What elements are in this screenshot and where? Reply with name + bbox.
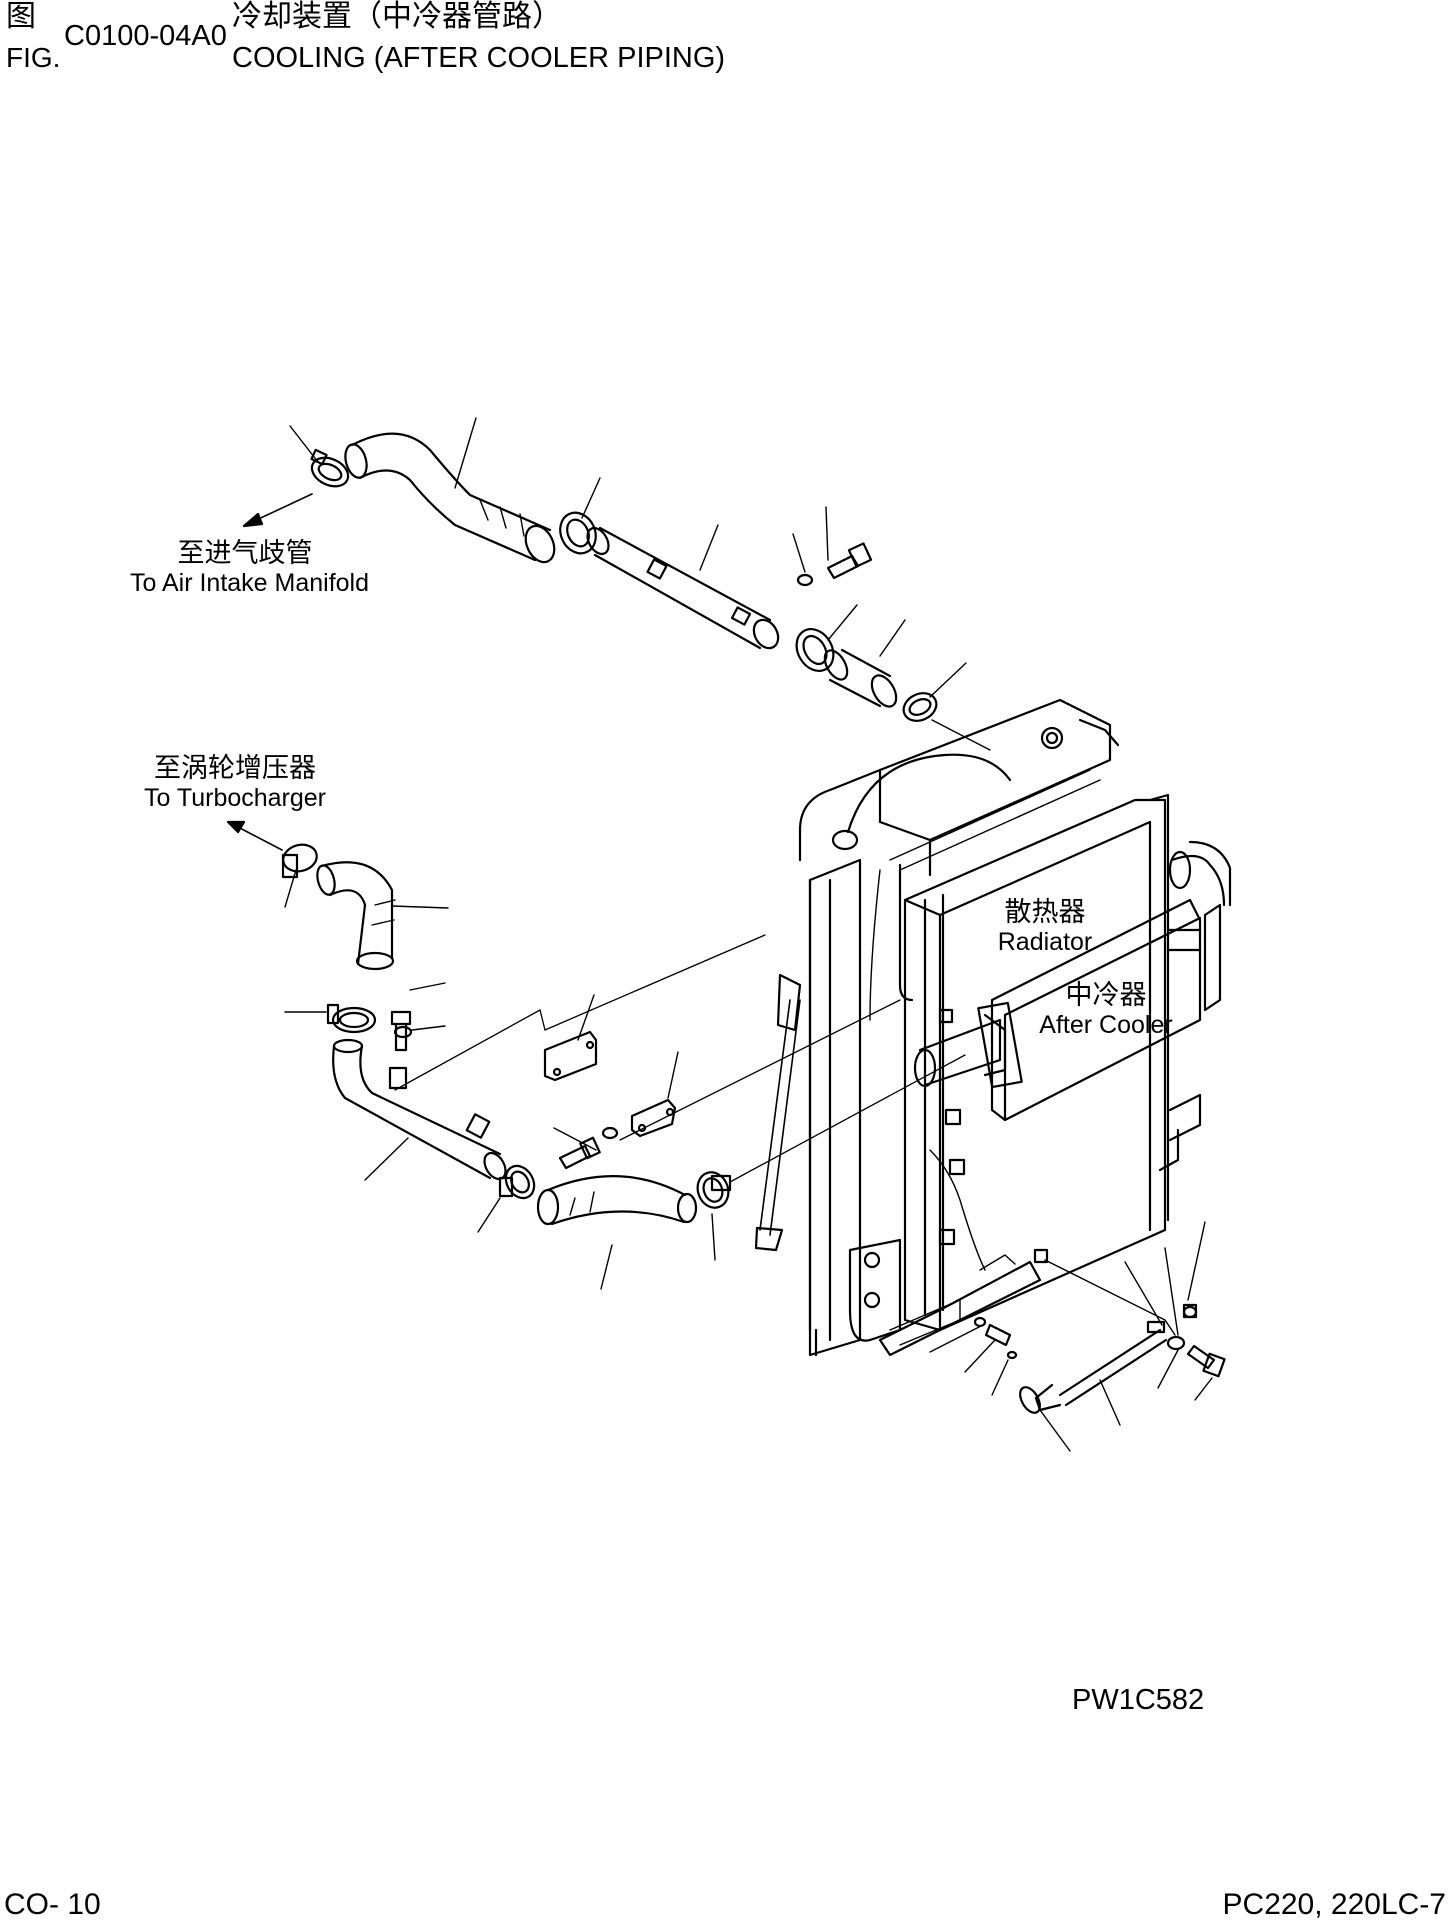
radiator-label: 散热器 Radiator (985, 897, 1105, 957)
model-name: PC220, 220LC-7 (1222, 1888, 1446, 1921)
fig-code: C0100-04A0 (64, 20, 227, 52)
aftercooler-label: 中冷器 After Cooler (1036, 980, 1176, 1040)
washer (393, 1025, 413, 1039)
radiator-assembly (754, 698, 1232, 1357)
short-hose (823, 648, 898, 708)
fig-label: FIG. (6, 42, 61, 73)
to-turbo-en: To Turbocharger (143, 784, 327, 813)
drain-parts (929, 1221, 1226, 1452)
page-number: CO- 10 (4, 1888, 101, 1921)
hose-clamp (498, 1164, 536, 1200)
aftercooler-tube-lower (332, 1038, 507, 1181)
lower-piping-group (226, 820, 966, 1290)
title-en: COOLING (AFTER COOLER PIPING) (232, 42, 726, 74)
bracket (543, 1030, 598, 1082)
nut (1182, 1303, 1198, 1319)
illustration-code: PW1C582 (1072, 1684, 1205, 1716)
o-ring (1006, 1350, 1018, 1360)
title-cn: 冷却装置（中冷器管路） (232, 0, 562, 33)
bolt (1186, 1344, 1226, 1378)
to-turbo-label: 至涡轮增压器 To Turbocharger (135, 753, 335, 813)
to-intake-cn: 至进气歧管 (177, 538, 313, 568)
hose-clamp (559, 511, 597, 555)
hose-clamp (902, 692, 938, 722)
bolt (558, 1136, 601, 1170)
washer (1166, 1335, 1186, 1351)
washer (1182, 1305, 1198, 1319)
lower-hose (536, 1175, 698, 1226)
hose-clamp (326, 1003, 377, 1034)
washer (601, 1126, 619, 1140)
upper-piping-group (242, 417, 991, 751)
nut (1146, 1320, 1166, 1334)
aftercooler-tube-upper (586, 526, 780, 650)
bolt (826, 542, 873, 580)
radiator-cn: 散热器 (1004, 897, 1086, 927)
hose-clamp (696, 1171, 732, 1209)
hose-clamp (281, 843, 318, 879)
drain-cock (973, 1316, 1012, 1347)
fig-cn-char: 图 (6, 0, 36, 33)
elbow-hose (316, 861, 396, 971)
to-turbo-cn: 至涡轮增压器 (154, 753, 316, 783)
aftercooler-cn: 中冷器 (1065, 980, 1147, 1010)
to-intake-label: 至进气歧管 To Air Intake Manifold (130, 538, 370, 598)
radiator-en: Radiator (997, 928, 1093, 957)
hose-clamp (795, 628, 835, 672)
drain-tube (1019, 1328, 1168, 1414)
to-intake-en: To Air Intake Manifold (130, 569, 370, 598)
washer (796, 573, 814, 587)
aftercooler-en: After Cooler (1039, 1011, 1173, 1040)
elbow-hose (344, 432, 556, 564)
